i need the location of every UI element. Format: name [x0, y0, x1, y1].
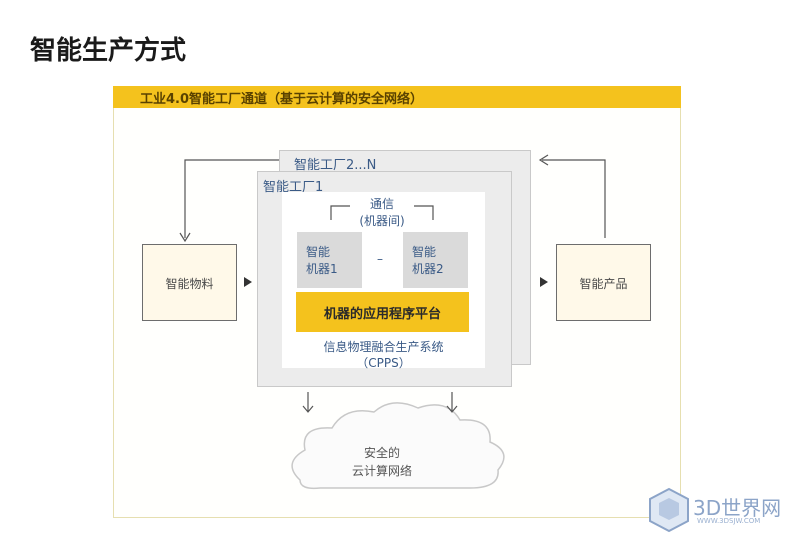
factory-1-label: 智能工厂1: [263, 180, 324, 195]
products-feedback-arrowhead: [538, 154, 549, 166]
smart-products-label: 智能产品: [579, 277, 628, 291]
cube-logo-icon: [649, 487, 689, 533]
smart-machine-1: [297, 232, 362, 288]
factory-to-cloud-arrow-2: [446, 392, 458, 413]
machine-1-line2: 机器1: [306, 262, 338, 276]
cloud-shape: [291, 402, 505, 490]
smart-materials-label: 智能物料: [165, 277, 214, 291]
factory-to-products-arrow: [540, 277, 548, 287]
materials-to-factory-arrow: [244, 277, 252, 287]
watermark-text: 3D世界网: [693, 496, 782, 520]
app-platform-label: 机器的应用程序平台: [323, 307, 441, 322]
machine-separator: –: [377, 252, 383, 266]
comm-bracket: [330, 205, 434, 220]
smart-machine-2: [403, 232, 468, 288]
factory-to-cloud-arrow-1: [302, 392, 314, 413]
watermark-url: WWW.3DSJW.COM: [697, 517, 761, 525]
diagram-header-bar: [113, 86, 681, 108]
cpps-abbrev: （CPPS）: [356, 356, 411, 370]
smart-materials-box: [142, 244, 237, 321]
machine-2-line1: 智能: [412, 245, 437, 259]
cpps-label: 信息物理融合生产系统: [323, 340, 444, 354]
machine-2-line2: 机器2: [412, 262, 444, 276]
products-feedback-line: [542, 159, 606, 238]
machine-1-line1: 智能: [306, 245, 331, 259]
machine-to-machine-label: (机器间): [359, 214, 405, 228]
smart-products-box: [556, 244, 651, 321]
cloud-line1: 安全的: [363, 446, 400, 460]
diagram-header: 工业4.0智能工厂通道（基于云计算的安全网络）: [140, 92, 424, 107]
materials-feed-line: [184, 159, 279, 238]
app-platform-bar: [296, 292, 469, 332]
cloud-line2: 云计算网络: [351, 464, 412, 478]
factory-2-n-label: 智能工厂2...N: [294, 158, 377, 173]
slide-title: 智能生产方式: [30, 36, 187, 66]
communication-label: 通信: [369, 197, 394, 211]
materials-feed-arrowhead: [179, 232, 191, 243]
